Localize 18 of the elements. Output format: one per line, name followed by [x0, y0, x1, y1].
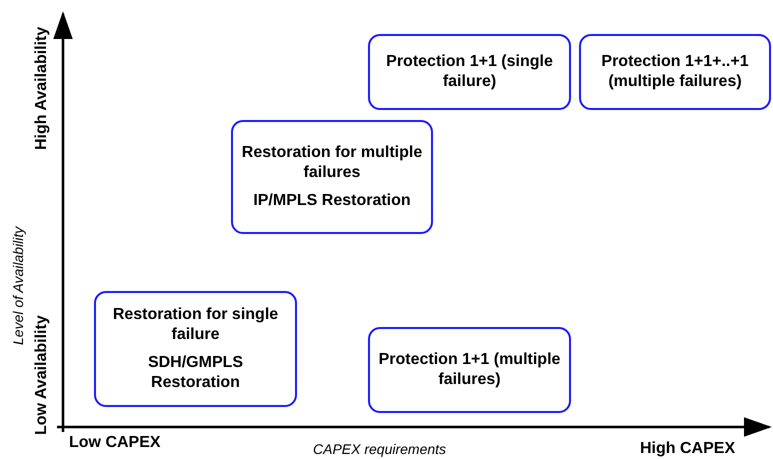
- axis-end-label: High Availability: [33, 26, 51, 150]
- option-title: Protection 1+1+..+1 (multiple failures): [600, 52, 750, 92]
- option-box: [368, 327, 571, 413]
- option-subtitle: IP/MPLS Restoration: [253, 191, 411, 211]
- option-title: Protection 1+1 (single failure): [385, 52, 554, 92]
- axis-end-label: Low CAPEX: [69, 434, 161, 452]
- option-title: Restoration for multiple failures: [241, 143, 423, 183]
- axis-end-label: High CAPEX: [640, 440, 736, 458]
- option-box: [579, 34, 771, 110]
- axis-title: Level of Availability: [10, 226, 26, 345]
- axis-title: CAPEX requirements: [313, 441, 446, 457]
- axis-end-label: Low Availability: [33, 315, 51, 435]
- option-title: Protection 1+1 (multiple failures): [378, 350, 561, 390]
- option-box: [231, 120, 433, 234]
- option-title: Restoration for single failure: [112, 305, 280, 345]
- option-subtitle: SDH/GMPLS Restoration: [146, 353, 244, 393]
- option-box: [94, 291, 297, 407]
- option-box: [368, 34, 571, 110]
